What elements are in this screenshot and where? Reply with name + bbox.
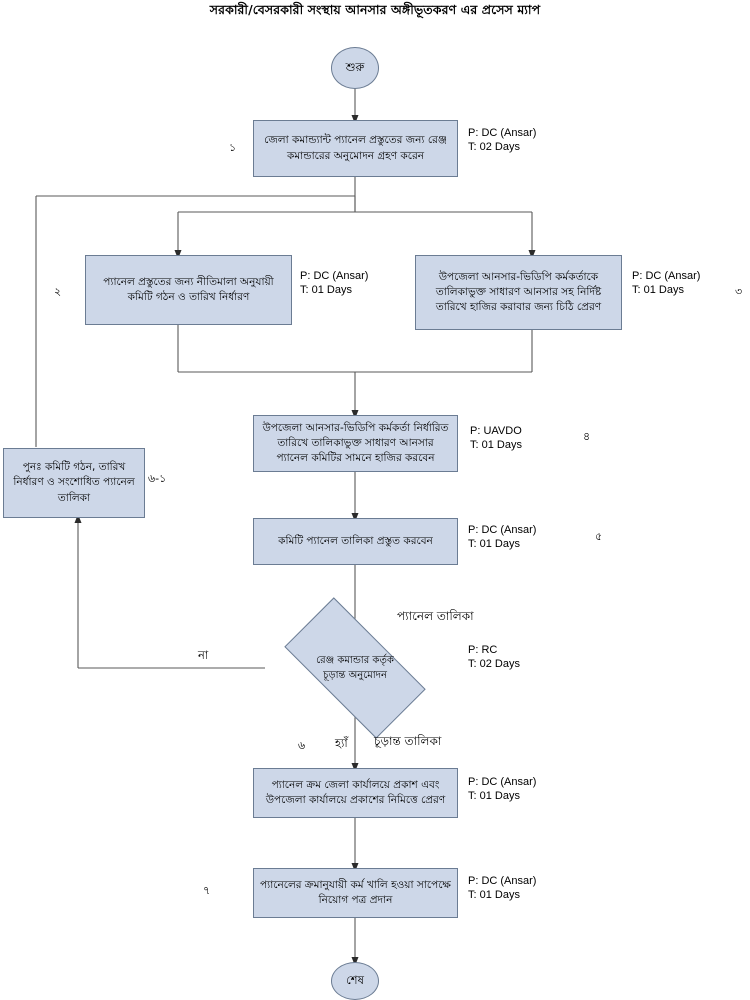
process-box-1-time: T: 02 Days <box>468 140 520 153</box>
decision-person: P: RC <box>468 644 498 656</box>
process-box-1-text: জেলা কমান্ড্যান্ট প্যানেল প্রস্তুতের জন্… <box>264 134 447 162</box>
process-box-7: প্যানেলের ক্রমানুযায়ী কর্ম খালি হওয়া স… <box>253 868 458 918</box>
process-box-1-person: P: DC (Ansar) <box>468 127 537 139</box>
process-box-3-person: P: DC (Ansar) <box>632 270 701 282</box>
process-box-3: উপজেলা আনসার-ভিডিপি কর্মকর্তাকে তালিকাভু… <box>415 255 622 330</box>
process-box-5-meta: P: DC (Ansar) T: 01 Days <box>468 524 536 552</box>
page-title: সরকারী/বেসরকারী সংস্থায় আনসার অঙ্গীভূতক… <box>209 2 541 17</box>
process-box-6-person: P: DC (Ansar) <box>468 776 537 788</box>
step-number-5: ৫ <box>595 530 603 543</box>
process-box-7-person: P: DC (Ansar) <box>468 875 537 887</box>
process-box-2: প্যানেল প্রস্তুতের জন্য নীতিমালা অনুযায়… <box>85 255 292 325</box>
end-node-label: শেষ <box>346 972 364 987</box>
process-box-4: উপজেলা আনসার-ভিডিপি কর্মকর্তা নির্ধারিত … <box>253 415 458 472</box>
process-box-1: জেলা কমান্ড্যান্ট প্যানেল প্রস্তুতের জন্… <box>253 120 458 177</box>
start-node: শুরু <box>331 47 379 89</box>
decision-diamond: রেঞ্জ কমান্ডার কর্তৃক চূড়ান্ত অনুমোদন <box>284 597 426 739</box>
process-box-2-meta: P: DC (Ansar) T: 01 Days <box>300 270 368 298</box>
process-box-3-time: T: 01 Days <box>632 283 684 296</box>
rework-box: পুনঃ কমিটি গঠন, তারিখ নির্ধারণ ও সংশোধিত… <box>3 448 145 518</box>
process-box-6-text: প্যানেল ক্রম জেলা কার্যালয়ে প্রকাশ এবং … <box>265 778 446 806</box>
process-box-4-person: P: UAVDO <box>470 425 522 437</box>
decision-time: T: 02 Days <box>468 657 520 670</box>
process-box-5: কমিটি প্যানেল তালিকা প্রস্তুত করবেন <box>253 518 458 565</box>
step-number-6: ৬ <box>298 739 306 752</box>
process-box-2-person: P: DC (Ansar) <box>300 270 369 282</box>
process-box-3-text: উপজেলা আনসার-ভিডিপি কর্মকর্তাকে তালিকাভু… <box>435 270 602 314</box>
step-number-6-1: ৬-১ <box>148 472 167 485</box>
rework-box-text: পুনঃ কমিটি গঠন, তারিখ নির্ধারণ ও সংশোধিত… <box>13 461 135 504</box>
process-box-7-text: প্যানেলের ক্রমানুযায়ী কর্ম খালি হওয়া স… <box>260 878 451 906</box>
decision-yes-label: হ্যাঁ <box>335 736 348 750</box>
process-box-4-time: T: 01 Days <box>470 438 522 451</box>
end-node: শেষ <box>331 962 379 1000</box>
process-box-2-text: প্যানেল প্রস্তুতের জন্য নীতিমালা অনুযায়… <box>103 275 274 303</box>
decision-no-label: না <box>198 648 209 662</box>
panel-list-label: প্যানেল তালিকা <box>397 609 474 623</box>
process-box-5-person: P: DC (Ansar) <box>468 524 537 536</box>
process-box-6-time: T: 01 Days <box>468 789 520 802</box>
process-box-5-time: T: 01 Days <box>468 537 520 550</box>
process-box-5-text: কমিটি প্যানেল তালিকা প্রস্তুত করবেন <box>278 534 433 547</box>
start-node-label: শুরু <box>345 59 365 74</box>
step-number-7: ৭ <box>203 884 211 897</box>
process-box-2-time: T: 01 Days <box>300 283 352 296</box>
decision-diamond-text-wrap: রেঞ্জ কমান্ডার কর্তৃক চূড়ান্ত অনুমোদন <box>290 633 420 703</box>
step-number-3: ৩ <box>735 285 743 298</box>
step-number-2: ২ <box>54 285 62 298</box>
process-box-7-time: T: 01 Days <box>468 888 520 901</box>
process-box-7-meta: P: DC (Ansar) T: 01 Days <box>468 875 536 903</box>
process-box-4-text: উপজেলা আনসার-ভিডিপি কর্মকর্তা নির্ধারিত … <box>262 421 449 465</box>
process-box-1-meta: P: DC (Ansar) T: 02 Days <box>468 127 536 155</box>
process-box-6: প্যানেল ক্রম জেলা কার্যালয়ে প্রকাশ এবং … <box>253 768 458 818</box>
decision-diamond-text: রেঞ্জ কমান্ডার কর্তৃক চূড়ান্ত অনুমোদন <box>316 655 394 681</box>
process-box-6-meta: P: DC (Ansar) T: 01 Days <box>468 776 536 804</box>
process-box-3-meta: P: DC (Ansar) T: 01 Days <box>632 270 700 298</box>
decision-meta: P: RC T: 02 Days <box>468 644 520 672</box>
final-list-label: চূড়ান্ত তালিকা <box>374 734 442 748</box>
step-number-4: ৪ <box>583 430 591 443</box>
process-box-4-meta: P: UAVDO T: 01 Days <box>470 425 522 453</box>
step-number-1: ১ <box>229 141 237 154</box>
